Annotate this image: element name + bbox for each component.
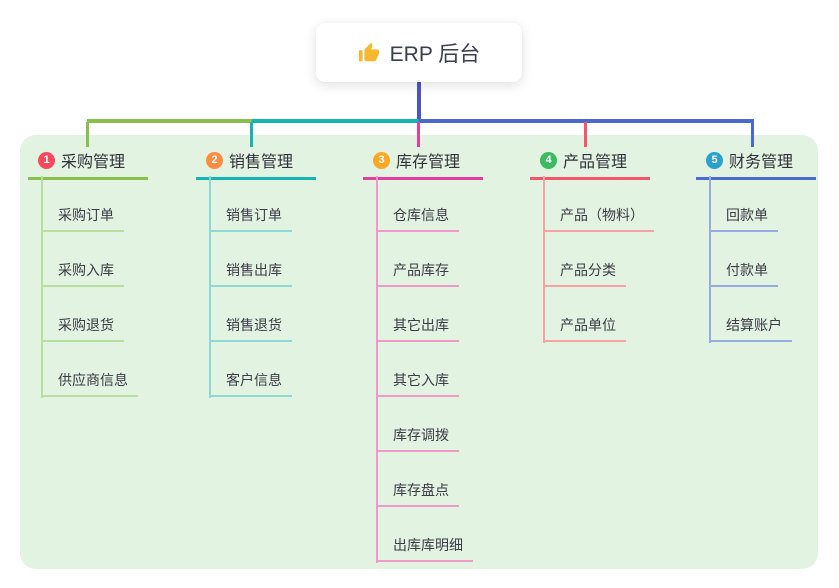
trunk-line-green: [87, 119, 253, 123]
branch-header-purchase[interactable]: 1 采购管理: [28, 146, 148, 180]
branch-drop-line-4: [584, 122, 587, 147]
root-node[interactable]: ERP 后台: [316, 23, 522, 82]
child-node[interactable]: 付款单: [709, 260, 778, 287]
child-node[interactable]: 客户信息: [209, 370, 292, 397]
child-node[interactable]: 供应商信息: [41, 370, 138, 397]
root-node-label: ERP 后台: [389, 42, 481, 66]
child-rail-line: [543, 176, 545, 343]
branch-number-badge: 1: [38, 151, 55, 169]
branch-number-badge: 5: [706, 151, 723, 169]
child-node[interactable]: 采购退货: [41, 315, 124, 342]
child-node[interactable]: 产品（物料）: [543, 205, 654, 232]
branch-sales: 2 销售管理 销售订单销售出库销售退货客户信息: [196, 146, 316, 398]
child-node[interactable]: 其它出库: [376, 315, 459, 342]
branch-header-finance[interactable]: 5 财务管理: [696, 146, 816, 180]
child-node[interactable]: 采购入库: [41, 260, 124, 287]
branch-header-inventory[interactable]: 3 库存管理: [363, 146, 483, 180]
branch-label: 采购管理: [61, 154, 126, 171]
branch-number-badge: 4: [540, 151, 557, 169]
branch-label: 财务管理: [729, 154, 794, 171]
child-node[interactable]: 库存盘点: [376, 480, 459, 507]
branch-header-sales[interactable]: 2 销售管理: [196, 146, 316, 180]
child-node[interactable]: 回款单: [709, 205, 778, 232]
child-node[interactable]: 产品库存: [376, 260, 459, 287]
branch-label: 销售管理: [229, 154, 294, 171]
child-rail-line: [41, 176, 43, 398]
child-node[interactable]: 销售订单: [209, 205, 292, 232]
branch-number-badge: 2: [206, 151, 223, 169]
thumbs-up-icon: [358, 42, 379, 61]
branch-header-product[interactable]: 4 产品管理: [530, 146, 650, 180]
child-node[interactable]: 仓库信息: [376, 205, 459, 232]
child-rail-line: [376, 176, 378, 563]
branch-finance: 5 财务管理 回款单付款单结算账户: [696, 146, 816, 343]
root-connector-line: [417, 82, 421, 120]
child-node[interactable]: 采购订单: [41, 205, 124, 232]
branch-number-badge: 3: [373, 151, 390, 169]
trunk-line-blue: [419, 119, 754, 123]
branch-drop-line-5: [751, 122, 754, 147]
branch-purchase: 1 采购管理 采购订单采购入库采购退货供应商信息: [28, 146, 148, 398]
child-node[interactable]: 产品单位: [543, 315, 626, 342]
child-node[interactable]: 出库库明细: [376, 535, 473, 562]
branch-label: 库存管理: [396, 154, 461, 171]
branch-label: 产品管理: [563, 154, 628, 171]
child-node[interactable]: 销售退货: [209, 315, 292, 342]
child-rail-line: [709, 176, 711, 343]
child-node[interactable]: 库存调拨: [376, 425, 459, 452]
branch-drop-line-1: [86, 122, 89, 147]
branch-drop-line-2: [250, 122, 253, 147]
branch-inventory: 3 库存管理 仓库信息产品库存其它出库其它入库库存调拨库存盘点出库库明细: [363, 146, 483, 563]
child-node[interactable]: 产品分类: [543, 260, 626, 287]
branch-drop-line-3: [417, 122, 420, 147]
child-node[interactable]: 结算账户: [709, 315, 792, 342]
trunk-line-teal: [252, 119, 419, 123]
child-rail-line: [209, 176, 211, 398]
branch-product: 4 产品管理 产品（物料） 产品分类产品单位: [530, 146, 654, 343]
child-node[interactable]: 其它入库: [376, 370, 459, 397]
child-node[interactable]: 销售出库: [209, 260, 292, 287]
branches-background-panel: [20, 135, 818, 569]
